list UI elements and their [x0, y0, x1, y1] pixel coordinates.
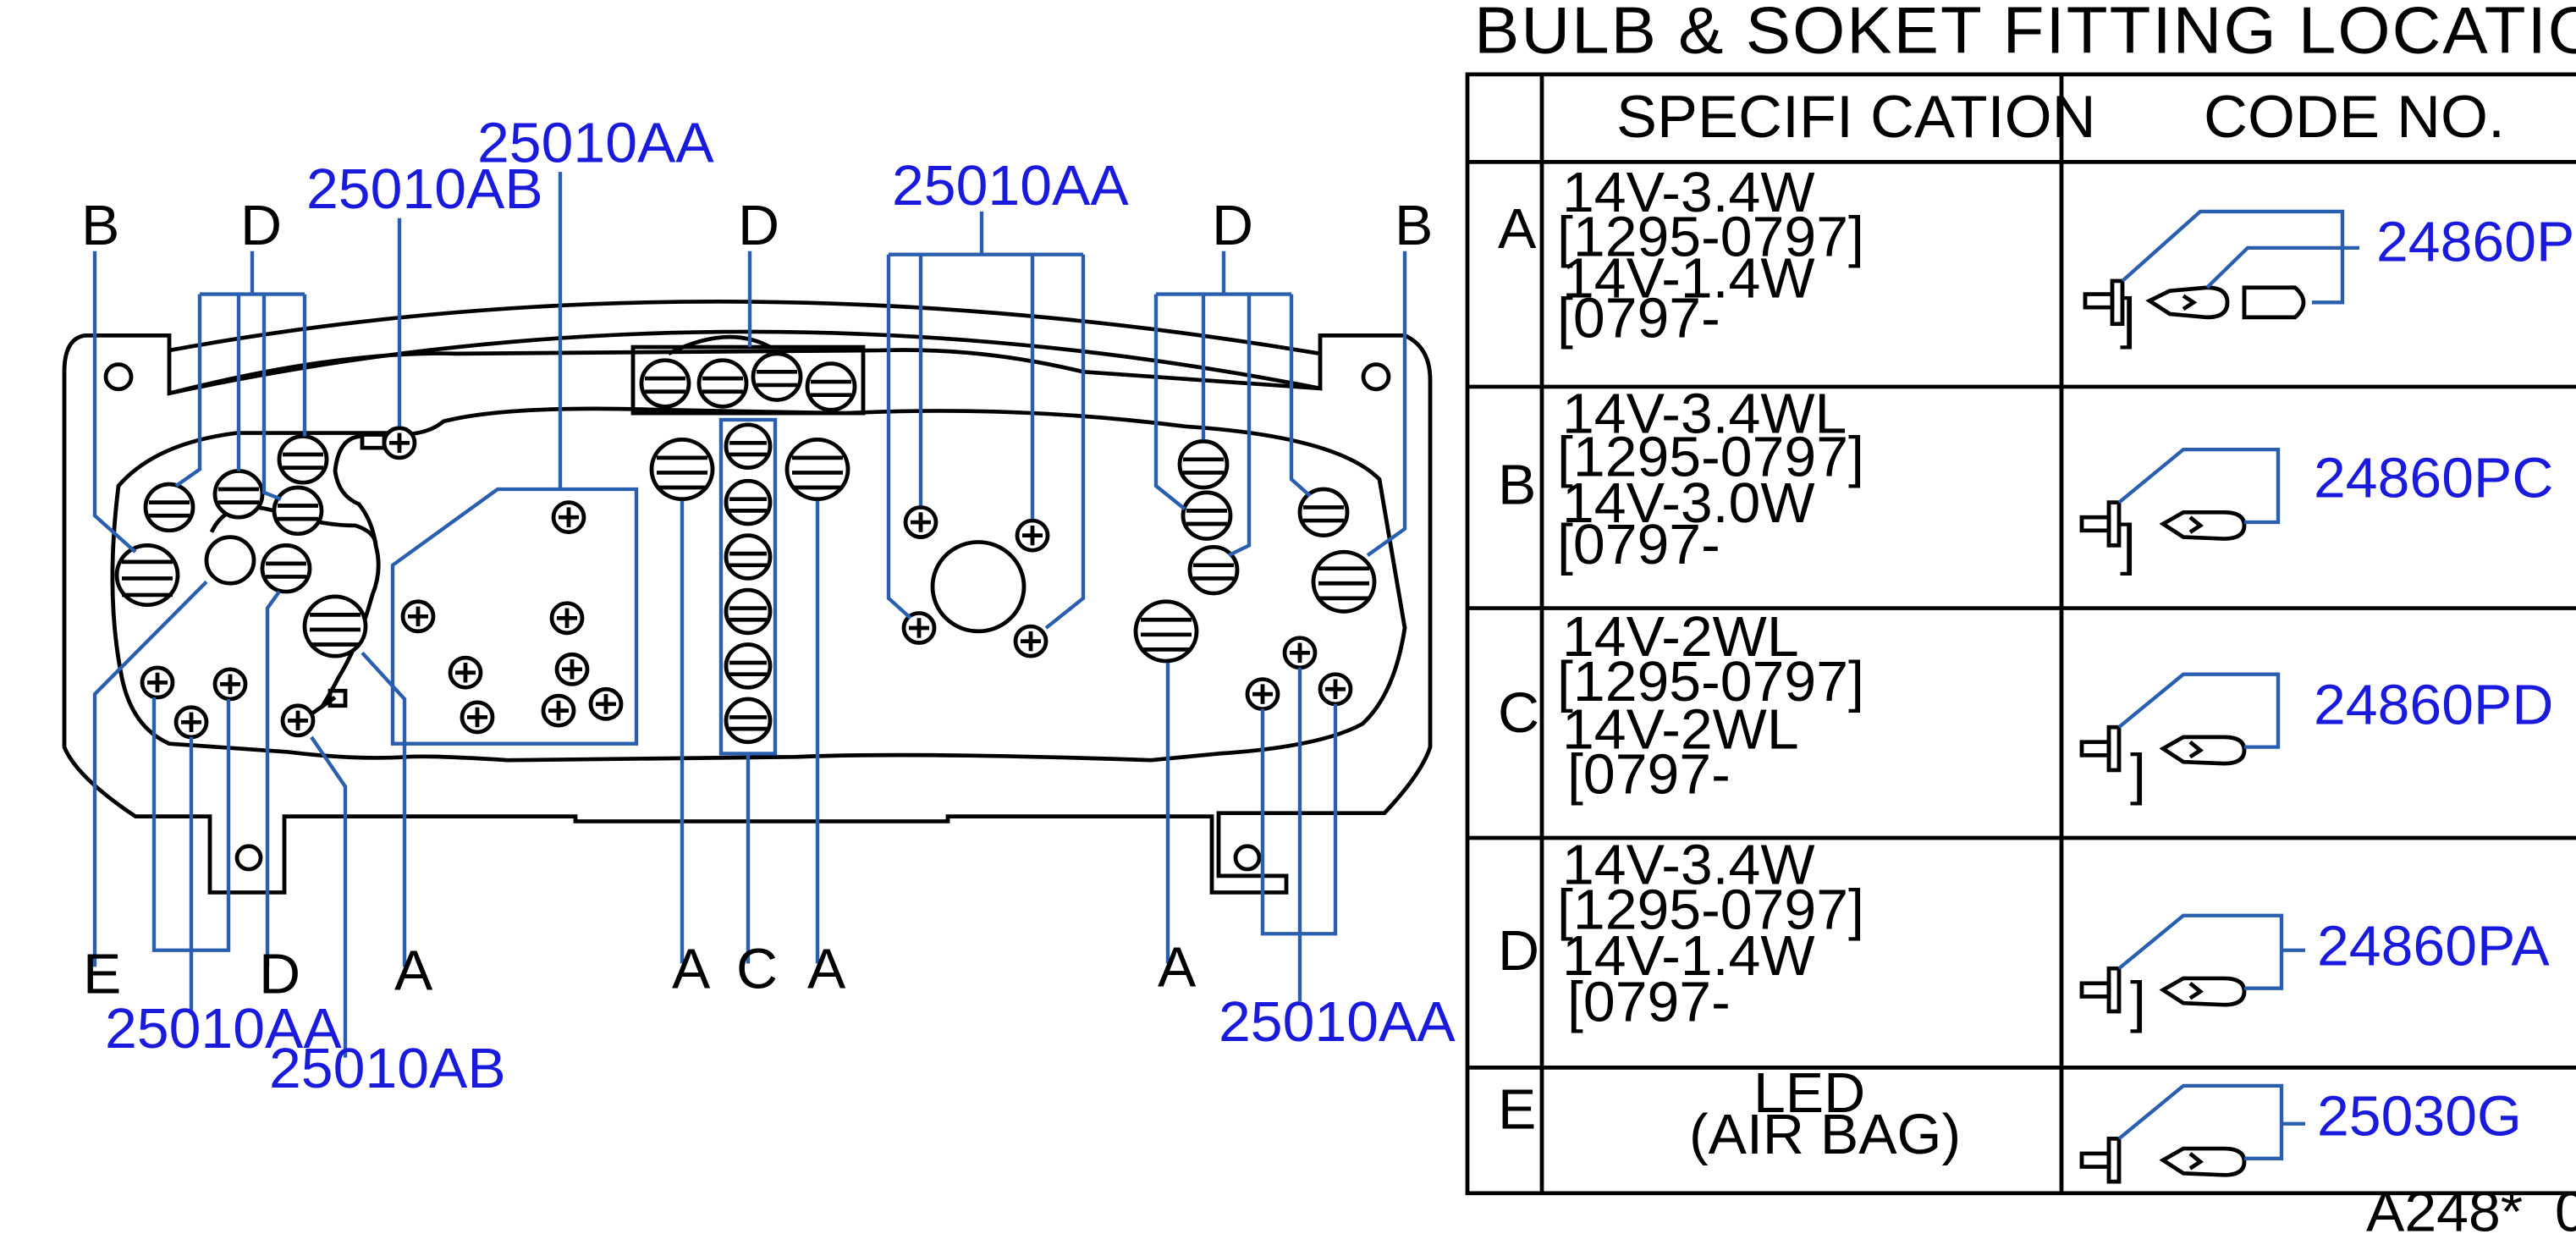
letter-d-left: D [240, 195, 282, 257]
letter-b-right: B [1395, 195, 1433, 257]
bulb-d-right-group [1177, 439, 1350, 596]
spec-line-2: [1295-0797] [1557, 879, 1864, 941]
letter-c-center: C [736, 938, 778, 1000]
bulb-a-center-2 [784, 438, 850, 502]
bulb-socket-icon [2079, 913, 2305, 1014]
cluster-housing [62, 300, 1433, 895]
bulb-c-column [718, 417, 778, 756]
bulb-socket-icon [2083, 209, 2359, 327]
diagram-letter-labels: B D D D B E D A A C A A [81, 195, 1433, 1006]
spec-line-1: 14V-2WL [1562, 606, 1799, 669]
table-title: BULB & SOKET FITTING LOCATION [1474, 0, 2576, 67]
spec-line-1: LED [1753, 1062, 1865, 1125]
spec-line-2: (AIR BAG) [1689, 1104, 1961, 1166]
spec-line-4: [0797- ] [1557, 514, 2136, 576]
fitting-table: SPECIFI CATION CODE NO. A 14V-3.4W [1295… [1465, 72, 2576, 1196]
spec-line-2: [1295-0797] [1557, 426, 1864, 488]
spec-line-2: [1295-0797] [1557, 651, 1864, 713]
header-specification: SPECIFI CATION [1616, 85, 2096, 151]
cross-sockets [140, 426, 1353, 740]
row-key: E [1498, 1078, 1536, 1141]
spec-line-3: 14V-1.4W [1562, 247, 1815, 310]
bulb-a-center-1 [649, 438, 715, 502]
bulb-d-left-5 [260, 543, 312, 594]
bulb-a-right [1133, 599, 1199, 664]
code-bottom-aa-left: 25010AA [105, 998, 342, 1060]
bulb-sockets [114, 351, 1377, 756]
bulb-b-left [114, 543, 180, 608]
row-key: C [1498, 682, 1539, 745]
bulb-socket-icon [2079, 672, 2281, 773]
spec-line-3: 14V-2WL [1562, 698, 1799, 761]
letter-a-center-2: A [807, 938, 846, 1000]
row-key: B [1498, 454, 1536, 516]
spec-line-4: [0797- ] [1567, 743, 2146, 806]
bulb-d-left-3 [277, 434, 329, 485]
letter-d-bottom: D [259, 943, 300, 1005]
spec-line-2: [1295-0797] [1557, 206, 1864, 268]
table-row-d: D 14V-3.4W [1295-0797] 14V-1.4W [0797- ]… [1498, 834, 2550, 1033]
spec-line-4: [0797- ] [1557, 287, 2136, 350]
bulb-d-left-4 [272, 485, 324, 537]
bulb-socket-icon [2079, 447, 2281, 548]
code-top-aa-right: 25010AA [892, 155, 1129, 218]
code-d: 24860PA [2317, 915, 2550, 978]
bulb-d-left-1 [143, 482, 195, 533]
letter-a-right: A [1158, 936, 1197, 999]
spec-line-1: 14V-3.4W [1562, 834, 1815, 896]
bulb-a-left [302, 594, 368, 658]
code-top-ab: 25010AB [306, 158, 543, 221]
bulb-b-right [1311, 549, 1377, 614]
spec-line-3: 14V-3.0W [1562, 472, 1815, 535]
figure-id: A248* 0372 [2366, 1181, 2576, 1243]
spec-line-3: 14V-1.4W [1562, 925, 1815, 988]
code-top-aa-left: 25010AA [477, 112, 714, 174]
bulb-e-led [204, 535, 256, 586]
code-bottom-aa-right: 25010AA [1219, 991, 1456, 1054]
bulb-d-top-row [639, 351, 857, 412]
code-c: 24860PD [2314, 674, 2554, 736]
letter-a-left: A [394, 939, 433, 1002]
row-key: D [1498, 920, 1539, 983]
row-key: A [1498, 198, 1537, 261]
letter-d-center: D [738, 195, 779, 257]
table-row-b: B 14V-3.4WL [1295-0797] 14V-3.0W [0797- … [1498, 383, 2554, 576]
letter-b-left: B [81, 195, 119, 257]
letter-d-right: D [1212, 195, 1253, 257]
letter-a-center-1: A [672, 938, 711, 1000]
table-row-e: E LED (AIR BAG) 25030G [1498, 1062, 2522, 1184]
code-bottom-ab: 25010AB [269, 1038, 506, 1100]
spec-line-4: [0797- ] [1567, 971, 2146, 1033]
diagram-code-labels: 25010AB 25010AA 25010AA 25010AA 25010AB … [105, 112, 1456, 1100]
bulb-d-left-2 [212, 469, 265, 520]
letter-e-bottom: E [83, 943, 121, 1005]
code-b: 24860PC [2314, 447, 2554, 510]
code-e: 25030G [2317, 1085, 2522, 1148]
spec-line-1: 14V-3.4WL [1562, 383, 1847, 445]
leader-lines [92, 172, 1407, 1058]
spec-line-1: 14V-3.4W [1562, 162, 1815, 224]
header-code: CODE NO. [2204, 85, 2505, 151]
bulb-socket-icon [2079, 1083, 2305, 1184]
table-row-a: A 14V-3.4W [1295-0797] 14V-1.4W [0797- ]… [1498, 162, 2576, 350]
table-row-c: C 14V-2WL [1295-0797] 14V-2WL [0797- ] 2… [1498, 606, 2554, 806]
